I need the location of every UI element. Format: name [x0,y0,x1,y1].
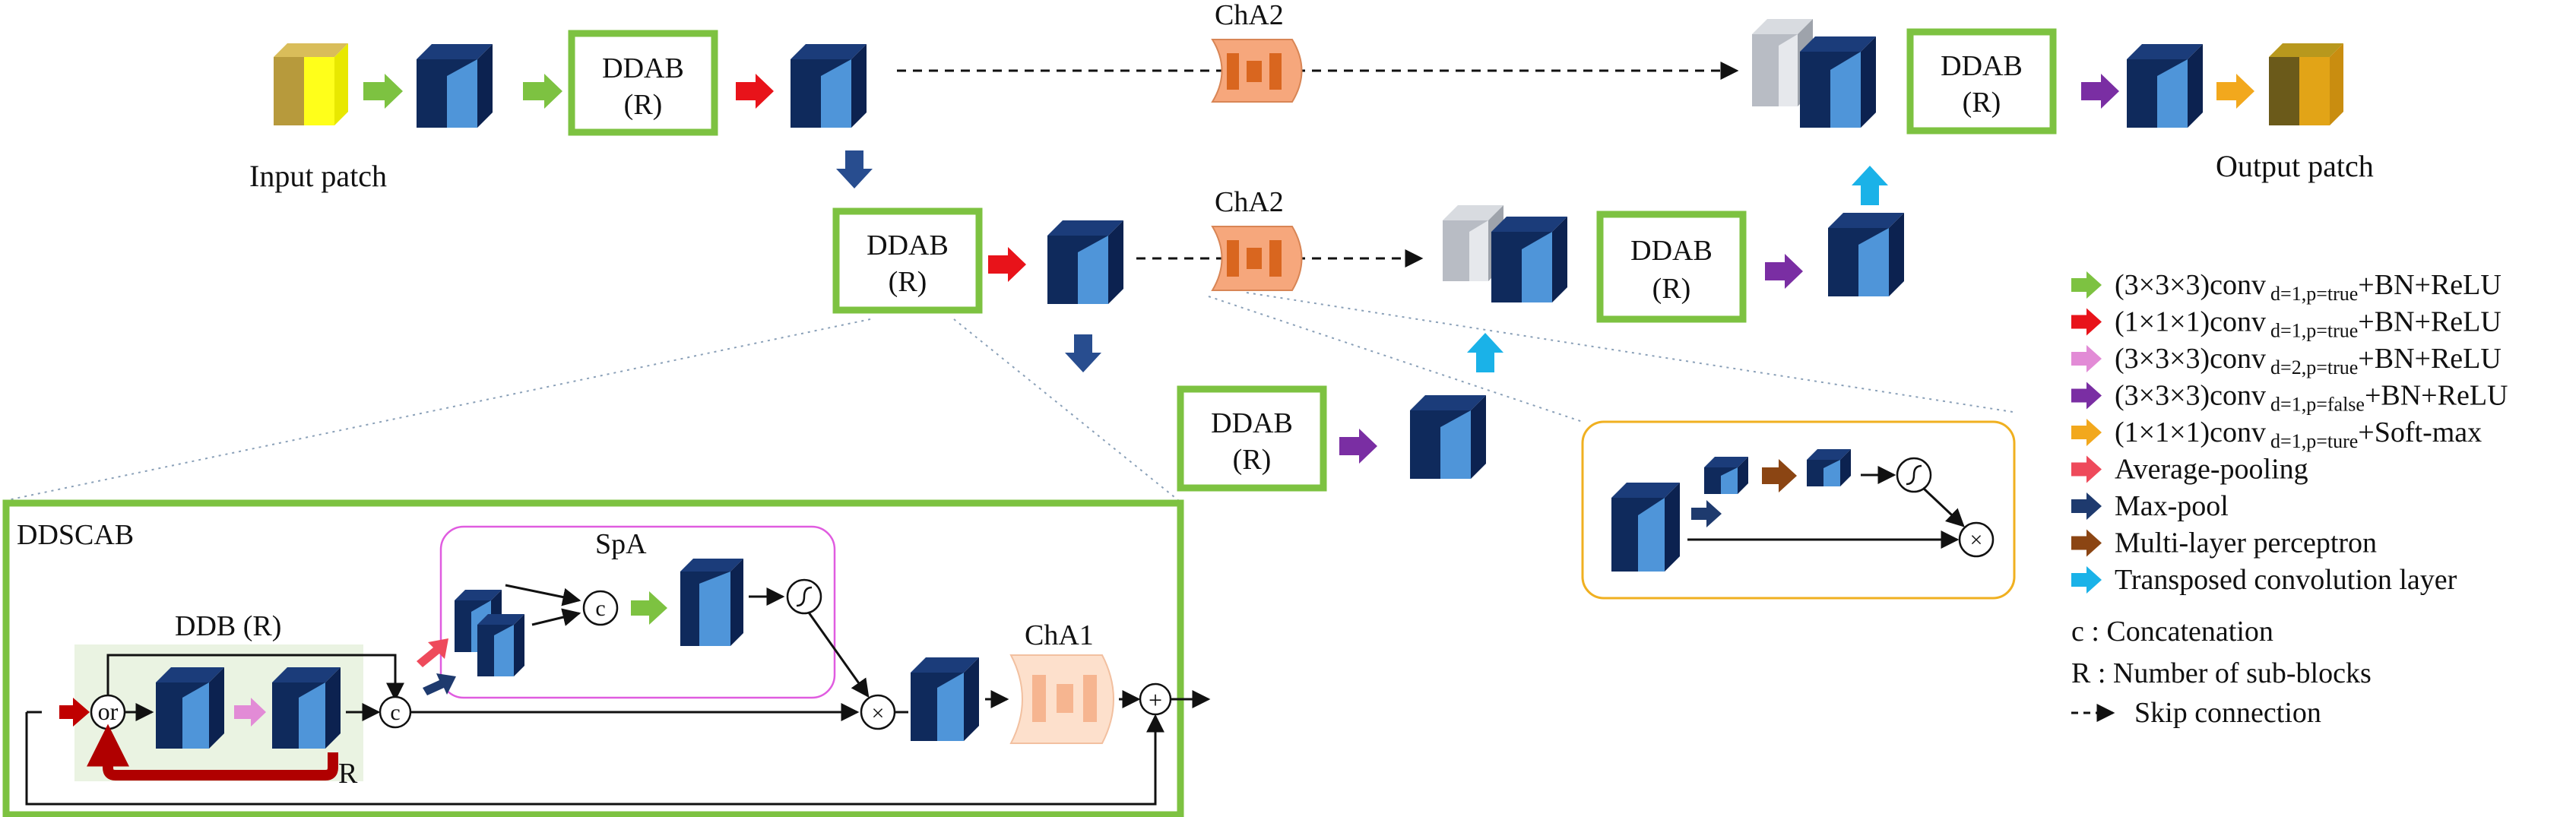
red-arrow-2 [988,247,1026,282]
svg-text:DDAB: DDAB [867,230,949,261]
green-arrow-1 [363,74,403,109]
legend-arrow-8 [2071,529,2102,557]
red-arrow-1 [736,74,774,109]
feature-cube-2 [791,44,867,128]
concat-cube-top [1752,19,1876,128]
maxpool-arrow-down-2 [1065,334,1101,372]
ddb-label: DDB (R) [175,610,281,642]
r-loop-label: R [338,758,358,790]
svg-text:×: × [872,701,885,726]
legend-arrow-1 [2071,271,2102,299]
legend-item-8: Multi-layer perceptron [2071,527,2377,559]
cha2-module-middle: ChA2 [1211,186,1303,291]
output-patch-label: Output patch [2216,149,2374,183]
output-patch-cube [2269,43,2343,125]
zoom-guide-lines [7,292,2014,501]
cha2-label-middle: ChA2 [1215,186,1284,218]
legend-text-9: Transposed convolution layer [2115,564,2457,596]
feature-cube-3 [1047,220,1123,304]
ddscab-label: DDSCAB [17,519,134,551]
feature-cube-5 [1828,213,1904,296]
maxpool-arrow-down-1 [836,150,873,188]
legend-text-6: Average-pooling [2115,454,2308,486]
input-patch-cube [274,43,348,125]
purple-arrow-3 [2081,74,2119,109]
cha2-module-top: ChA2 [1211,0,1303,103]
legend-skip: Skip connection [2134,697,2321,729]
purple-arrow-2 [1765,254,1803,289]
svg-text:c: c [390,700,400,725]
ddab-block-4: DDAB (R) [1596,211,1747,323]
feature-cube-1 [417,44,493,128]
ddab-block-3: DDAB (R) [1177,385,1327,492]
legend-arrow-5 [2071,419,2102,446]
svg-text:×: × [1970,527,1983,553]
attention-module: × [1581,420,2016,600]
svg-text:(R): (R) [1963,87,2001,119]
svg-text:DDAB: DDAB [1941,50,2023,82]
svg-text:(R): (R) [889,266,927,298]
svg-text:(R): (R) [624,89,663,121]
svg-text:DDAB: DDAB [602,52,684,84]
green-arrow-2 [523,74,562,109]
purple-arrow-1 [1339,429,1377,464]
legend-arrow-7 [2071,492,2102,520]
cha1-label: ChA1 [1025,619,1094,651]
or-label: or [98,698,119,725]
transposed-arrow-up-2 [1852,166,1888,205]
cha2-label-top: ChA2 [1215,0,1284,31]
svg-text:+: + [1149,686,1162,714]
ddab-block-1: DDAB (R) [568,30,718,136]
svg-text:(R): (R) [1652,273,1691,305]
legend-extras: c : Concatenation R : Number of sub-bloc… [2071,616,2372,729]
legend-arrow-2 [2071,308,2102,336]
svg-text:DDAB: DDAB [1630,235,1713,267]
orange-arrow-1 [2216,74,2254,109]
svg-text:c: c [595,596,605,621]
legend-subblocks: R : Number of sub-blocks [2071,657,2372,689]
input-patch-label: Input patch [249,159,387,193]
concat-cube-middle [1443,205,1567,302]
skip-connections [897,62,1739,268]
svg-text:(R): (R) [1233,444,1272,476]
legend-arrow-9 [2071,566,2102,594]
ddscab-block: DDSCAB DDB (R) SpA or R c [2,499,1211,817]
ddab-block-5: DDAB (R) [1906,28,2057,135]
legend-item-6: Average-pooling [2071,454,2308,486]
legend-concat: c : Concatenation [2071,616,2273,648]
feature-cube-4 [1410,395,1486,479]
legend-arrow-4 [2071,382,2102,410]
legend-text-8: Multi-layer perceptron [2115,527,2377,559]
feature-cube-6 [2127,44,2203,128]
spa-label: SpA [595,528,647,560]
legend-item-9: Transposed convolution layer [2071,564,2457,596]
transposed-arrow-up-1 [1467,333,1503,372]
legend-arrow-3 [2071,345,2102,372]
svg-text:DDAB: DDAB [1211,407,1293,439]
legend-item-7: Max-pool [2071,490,2229,522]
legend-arrow-6 [2071,455,2102,483]
legend-text-7: Max-pool [2115,490,2229,522]
ddab-block-2: DDAB (R) [832,207,983,314]
